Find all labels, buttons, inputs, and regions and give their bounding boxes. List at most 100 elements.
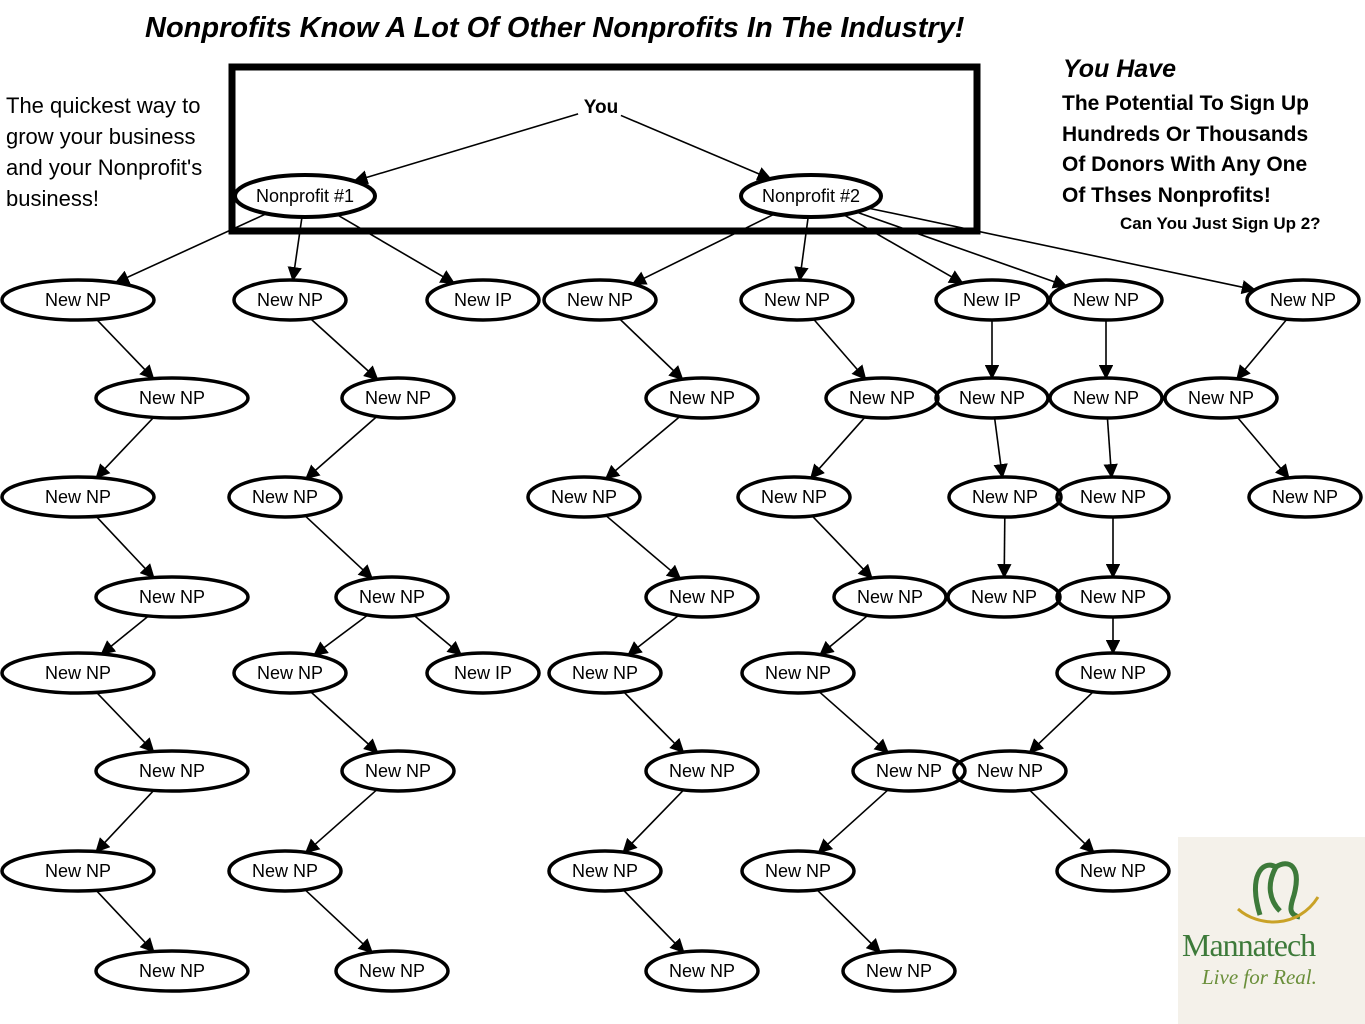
node-b1: New NP: [232, 278, 348, 322]
node-label: New NP: [959, 388, 1025, 408]
node-ellipse: [1055, 849, 1171, 893]
node-label: New NP: [252, 861, 318, 881]
node-ellipse: [526, 475, 642, 519]
edge-f3-to-f4: [997, 516, 1012, 579]
node-label: New NP: [365, 761, 431, 781]
edge-e3-to-e4: [811, 515, 873, 580]
right-note-line: Hundreds Or Thousands: [1062, 123, 1309, 146]
node-ellipse: [94, 376, 250, 420]
node-b8: New NP: [334, 949, 450, 993]
edge-h2-to-h3: [1236, 416, 1290, 479]
node-label: New NP: [45, 861, 111, 881]
node-f4: New NP: [946, 575, 1062, 619]
node-label: New NP: [139, 388, 205, 408]
edge-b4-to-b5: [313, 614, 369, 656]
node-a7: New NP: [0, 849, 156, 893]
node-ellipse: [946, 575, 1062, 619]
node-label: You: [584, 97, 618, 118]
node-ellipse: [739, 278, 855, 322]
node-label: New NP: [45, 290, 111, 310]
edge-e6-to-e7: [817, 788, 889, 854]
node-label: New NP: [866, 961, 932, 981]
node-label: New NP: [669, 761, 735, 781]
node-ellipse: [947, 475, 1063, 519]
right-note-question: Can You Just Sign Up 2?: [1120, 214, 1321, 233]
node-a3: New NP: [0, 475, 156, 519]
node-label: New NP: [1272, 487, 1338, 507]
edge-a4-to-a5: [100, 615, 149, 655]
node-label: New NP: [765, 861, 831, 881]
edge-a2-to-a3: [95, 416, 155, 479]
node-a4: New NP: [94, 575, 250, 619]
edge-np2-to-d1: [631, 213, 775, 285]
edge-e6b-to-g7: [1028, 789, 1095, 854]
edge-a1-to-a2: [96, 318, 155, 380]
edge-e2-to-e3: [809, 416, 866, 480]
node-label: New NP: [45, 487, 111, 507]
node-c1: New IP: [425, 278, 541, 322]
node-ellipse: [547, 651, 663, 695]
node-ellipse: [334, 575, 450, 619]
node-label: New IP: [963, 290, 1021, 310]
node-label: New NP: [139, 961, 205, 981]
node-ellipse: [934, 278, 1050, 322]
node-ellipse: [736, 475, 852, 519]
edge-h1-to-h2: [1236, 318, 1288, 380]
node-label: New NP: [359, 961, 425, 981]
node-label: New NP: [669, 587, 735, 607]
node-ellipse: [1163, 376, 1279, 420]
node-b6: New NP: [340, 749, 456, 793]
edge-a6-to-a7: [95, 789, 155, 853]
node-g7: New NP: [1055, 849, 1171, 893]
node-label: New NP: [1080, 587, 1146, 607]
node-label: New NP: [669, 961, 735, 981]
edge-a7-to-a8: [95, 889, 155, 953]
edge-e1-to-e2: [812, 318, 867, 380]
node-b3: New NP: [227, 475, 343, 519]
node-ellipse: [334, 949, 450, 993]
mannatech-logo: Mannatech Live for Real.: [1178, 837, 1365, 1024]
edge-np2-to-h1: [868, 207, 1257, 295]
mannatech-m-icon: [1236, 861, 1320, 924]
right-note-line: Of Thses Nonprofits!: [1062, 184, 1271, 207]
node-ellipse: [644, 949, 760, 993]
edge-e5-to-e6: [818, 690, 890, 754]
edge-b5-to-b6: [309, 691, 379, 754]
node-ellipse: [542, 278, 658, 322]
node-e5: New NP: [740, 651, 856, 695]
edge-d1-to-d2: [618, 318, 684, 381]
node-label: New NP: [551, 487, 617, 507]
node-g5: New NP: [1055, 651, 1171, 695]
edge-you-to-np1: [353, 113, 579, 185]
node-a1: New NP: [0, 278, 156, 322]
logo-tagline: Live for Real.: [1202, 965, 1317, 989]
node-ellipse: [94, 575, 250, 619]
node-label: New NP: [1073, 290, 1139, 310]
node-d8: New NP: [644, 949, 760, 993]
node-label: New NP: [572, 663, 638, 683]
node-label: New NP: [359, 587, 425, 607]
node-label: New IP: [454, 290, 512, 310]
node-label: New NP: [45, 663, 111, 683]
node-ellipse: [1055, 575, 1171, 619]
edge-b3-to-b4: [304, 515, 374, 580]
node-b4: New NP: [334, 575, 450, 619]
edge-np2-to-e1: [794, 216, 809, 282]
edge-f2-to-f3: [993, 417, 1008, 479]
node-label: New NP: [849, 388, 915, 408]
right-note-line: Of Donors With Any One: [1062, 153, 1308, 176]
edge-you-to-np2: [620, 114, 772, 181]
edge-d2-to-d3: [604, 415, 681, 480]
node-ellipse: [644, 575, 760, 619]
edge-np1-to-b1: [287, 216, 303, 282]
node-ellipse: [1245, 278, 1361, 322]
edge-d7-to-d8: [622, 889, 685, 954]
edge-d6-to-d7: [622, 789, 685, 854]
node-label: New NP: [761, 487, 827, 507]
node-ellipse: [94, 949, 250, 993]
node-g1: New NP: [1048, 278, 1164, 322]
node-d3: New NP: [526, 475, 642, 519]
node-e7: New NP: [740, 849, 856, 893]
node-ellipse: [0, 278, 156, 322]
node-label: New NP: [139, 761, 205, 781]
